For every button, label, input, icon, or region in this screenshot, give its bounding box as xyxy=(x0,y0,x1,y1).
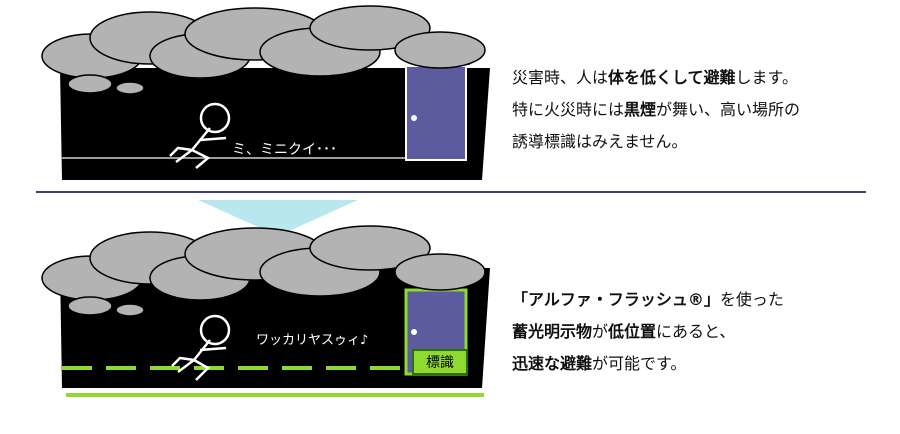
room-floor xyxy=(60,268,490,388)
caption-line: 「アルファ・フラッシュ®」を使った xyxy=(512,290,784,309)
caption-line: 特に火災時には黒煙が舞い、高い場所の xyxy=(512,100,801,119)
exit-sign-low: 標識 xyxy=(412,349,468,375)
crouching-person-icon xyxy=(171,314,231,381)
crouching-person-icon xyxy=(169,102,231,169)
sign-label: 標識 xyxy=(426,355,454,371)
caption-line: 誘導標識はみえません。 xyxy=(512,132,688,151)
smoke-cloud xyxy=(41,225,486,317)
exit-door xyxy=(405,65,467,161)
scene-without-luminous-markings: 標識 ミ、ミニクイ･･･ xyxy=(0,0,500,200)
section-divider xyxy=(36,191,866,193)
speech-text: ミ、ミニクイ･･･ xyxy=(232,142,337,158)
caption-line: 災害時、人は体を低くして避難します。 xyxy=(512,68,798,87)
room-floor xyxy=(60,68,490,180)
down-arrow-icon xyxy=(198,200,358,236)
smoke-cloud xyxy=(41,5,486,95)
scene-with-luminous-markings: 標識 ワッカリヤスゥィ♪ xyxy=(0,200,500,430)
speech-text: ワッカリヤスゥィ♪ xyxy=(256,333,368,348)
caption-line: 蓄光明示物が低位置にあると、 xyxy=(512,322,736,341)
caption-solution: 「アルファ・フラッシュ®」を使った 蓄光明示物が低位置にあると、 迅速な避難が可… xyxy=(512,284,892,380)
caption-line: 迅速な避難が可能です。 xyxy=(512,354,687,373)
caption-problem: 災害時、人は体を低くして避難します。 特に火災時には黒煙が舞い、高い場所の 誘導… xyxy=(512,62,892,158)
